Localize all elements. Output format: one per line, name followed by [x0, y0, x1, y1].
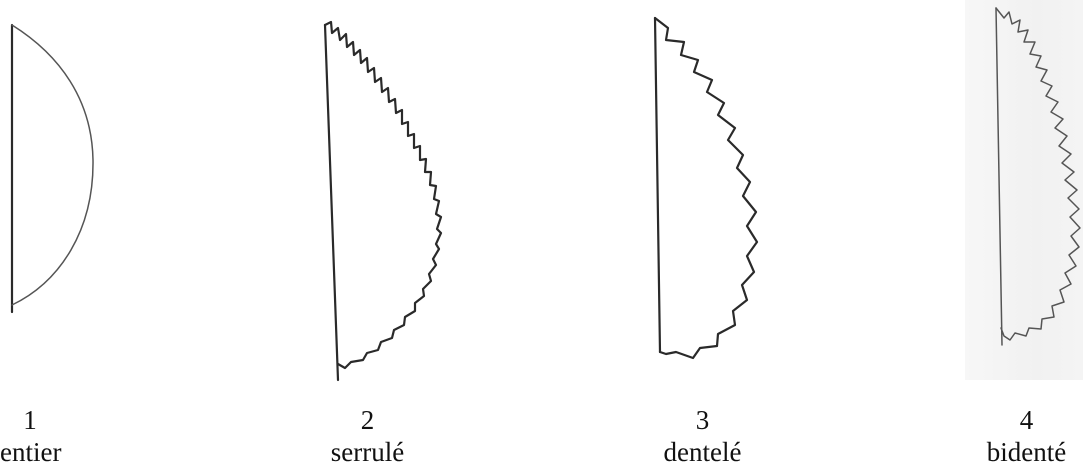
leaf-4-label: bidenté [986, 437, 1067, 467]
leaf-3-label: dentelé [663, 437, 742, 467]
leaf-1-label: entier [0, 437, 62, 467]
leaf-2-caption: 2 serrulé [310, 407, 425, 466]
leaf-1-caption: 1 entier [0, 405, 62, 467]
leaf-1-margin [11, 24, 94, 306]
leaf-shape-bidentate [995, 7, 1081, 346]
leaf-4-number: 4 [1019, 405, 1034, 435]
leaf-3-number: 3 [695, 405, 710, 435]
leaf-3-midrib [653, 16, 662, 354]
leaf-2-margin [323, 20, 443, 370]
leaf-3-margin [653, 16, 759, 360]
leaf-2-label: serrulé [330, 437, 405, 467]
leaf-3-caption: 3 dentelé [645, 407, 760, 466]
leaf-4-caption: 4 bidenté [970, 407, 1083, 466]
leaf-shape-dentate [653, 16, 759, 360]
leaf-shape-serrulate [323, 20, 443, 382]
leaf-4-margin [995, 7, 1081, 341]
scanned-paper-background [965, 0, 1083, 380]
leaf-2-number: 2 [360, 405, 375, 435]
leaf-4-midrib [995, 7, 1003, 346]
leaf-shape-entire [10, 23, 94, 314]
leaf-1-number: 1 [23, 405, 37, 435]
leaf-2-midrib [323, 23, 340, 382]
